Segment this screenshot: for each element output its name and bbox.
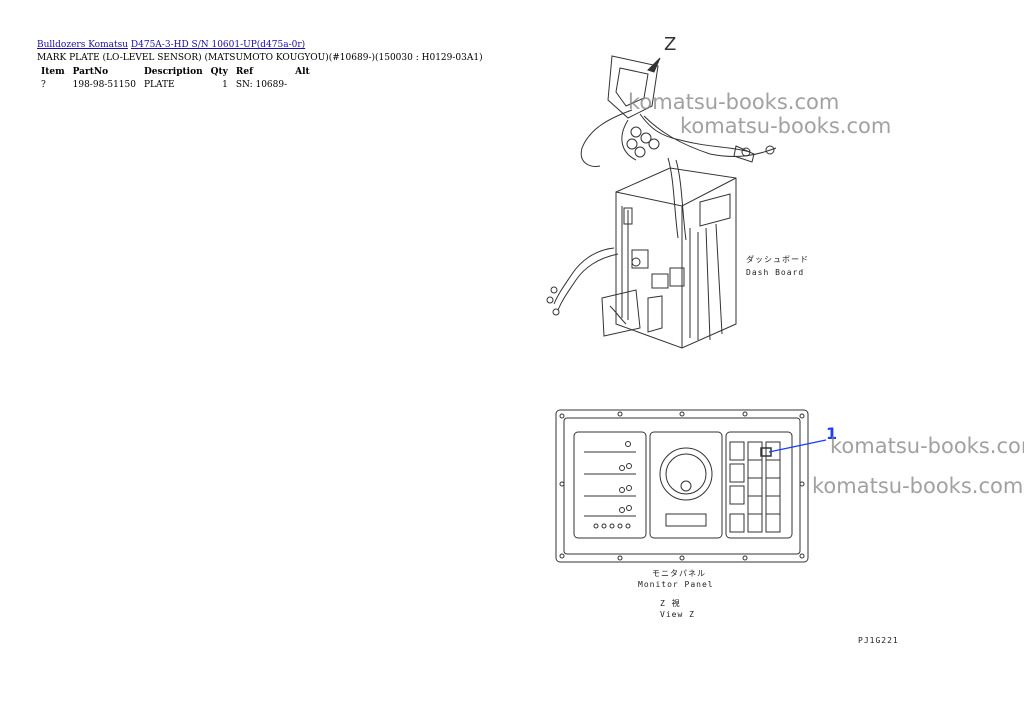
breadcrumb-link-model[interactable]: D475A-3-HD S/N 10601-UP(d475a-0r) bbox=[130, 40, 306, 50]
column-header-qty: Qty bbox=[210, 67, 228, 77]
breadcrumb: Bulldozers Komatsu D475A-3-HD S/N 10601-… bbox=[37, 40, 305, 50]
cell-alt bbox=[291, 78, 314, 92]
monitor-panel-label-en: Monitor Panel bbox=[638, 580, 714, 589]
drawing-code: PJ1G221 bbox=[858, 636, 899, 645]
cell-description: PLATE bbox=[143, 80, 175, 90]
parts-diagram: Z 1 ダッシュボード Dash Board モニタパネル Monitor Pa… bbox=[540, 28, 1024, 668]
monitor-panel-drawing bbox=[555, 409, 827, 563]
cell-ref: SN: 10689- bbox=[235, 80, 288, 90]
column-header-partno: PartNo bbox=[72, 67, 109, 77]
dash-board-label-jp: ダッシュボード bbox=[746, 255, 809, 264]
view-z-label-jp: Z 視 bbox=[660, 599, 681, 608]
table-header-row: Item PartNo Description Qty Ref Alt bbox=[37, 66, 314, 78]
breadcrumb-link-bulldozers[interactable]: Bulldozers Komatsu bbox=[37, 40, 129, 50]
diagram-drawing bbox=[546, 55, 827, 563]
dash-board-assembly bbox=[546, 55, 777, 349]
cell-partno: 198-98-51150 bbox=[72, 80, 136, 90]
view-z-label-en: View Z bbox=[660, 610, 695, 619]
dash-board-label-en: Dash Board bbox=[746, 268, 805, 277]
column-header-item: Item bbox=[41, 67, 65, 77]
column-header-ref: Ref bbox=[235, 67, 253, 77]
parts-table: Item PartNo Description Qty Ref Alt ? 19… bbox=[37, 66, 314, 92]
cell-qty: 1 bbox=[222, 80, 228, 90]
column-header-alt: Alt bbox=[295, 67, 310, 77]
page-title: MARK PLATE (LO-LEVEL SENSOR) (MATSUMOTO … bbox=[37, 53, 483, 63]
table-row: ? 198-98-51150 PLATE 1 SN: 10689- bbox=[37, 78, 314, 92]
monitor-panel-label-jp: モニタパネル bbox=[652, 569, 706, 578]
cell-item: ? bbox=[41, 80, 46, 90]
column-header-description: Description bbox=[143, 67, 203, 77]
